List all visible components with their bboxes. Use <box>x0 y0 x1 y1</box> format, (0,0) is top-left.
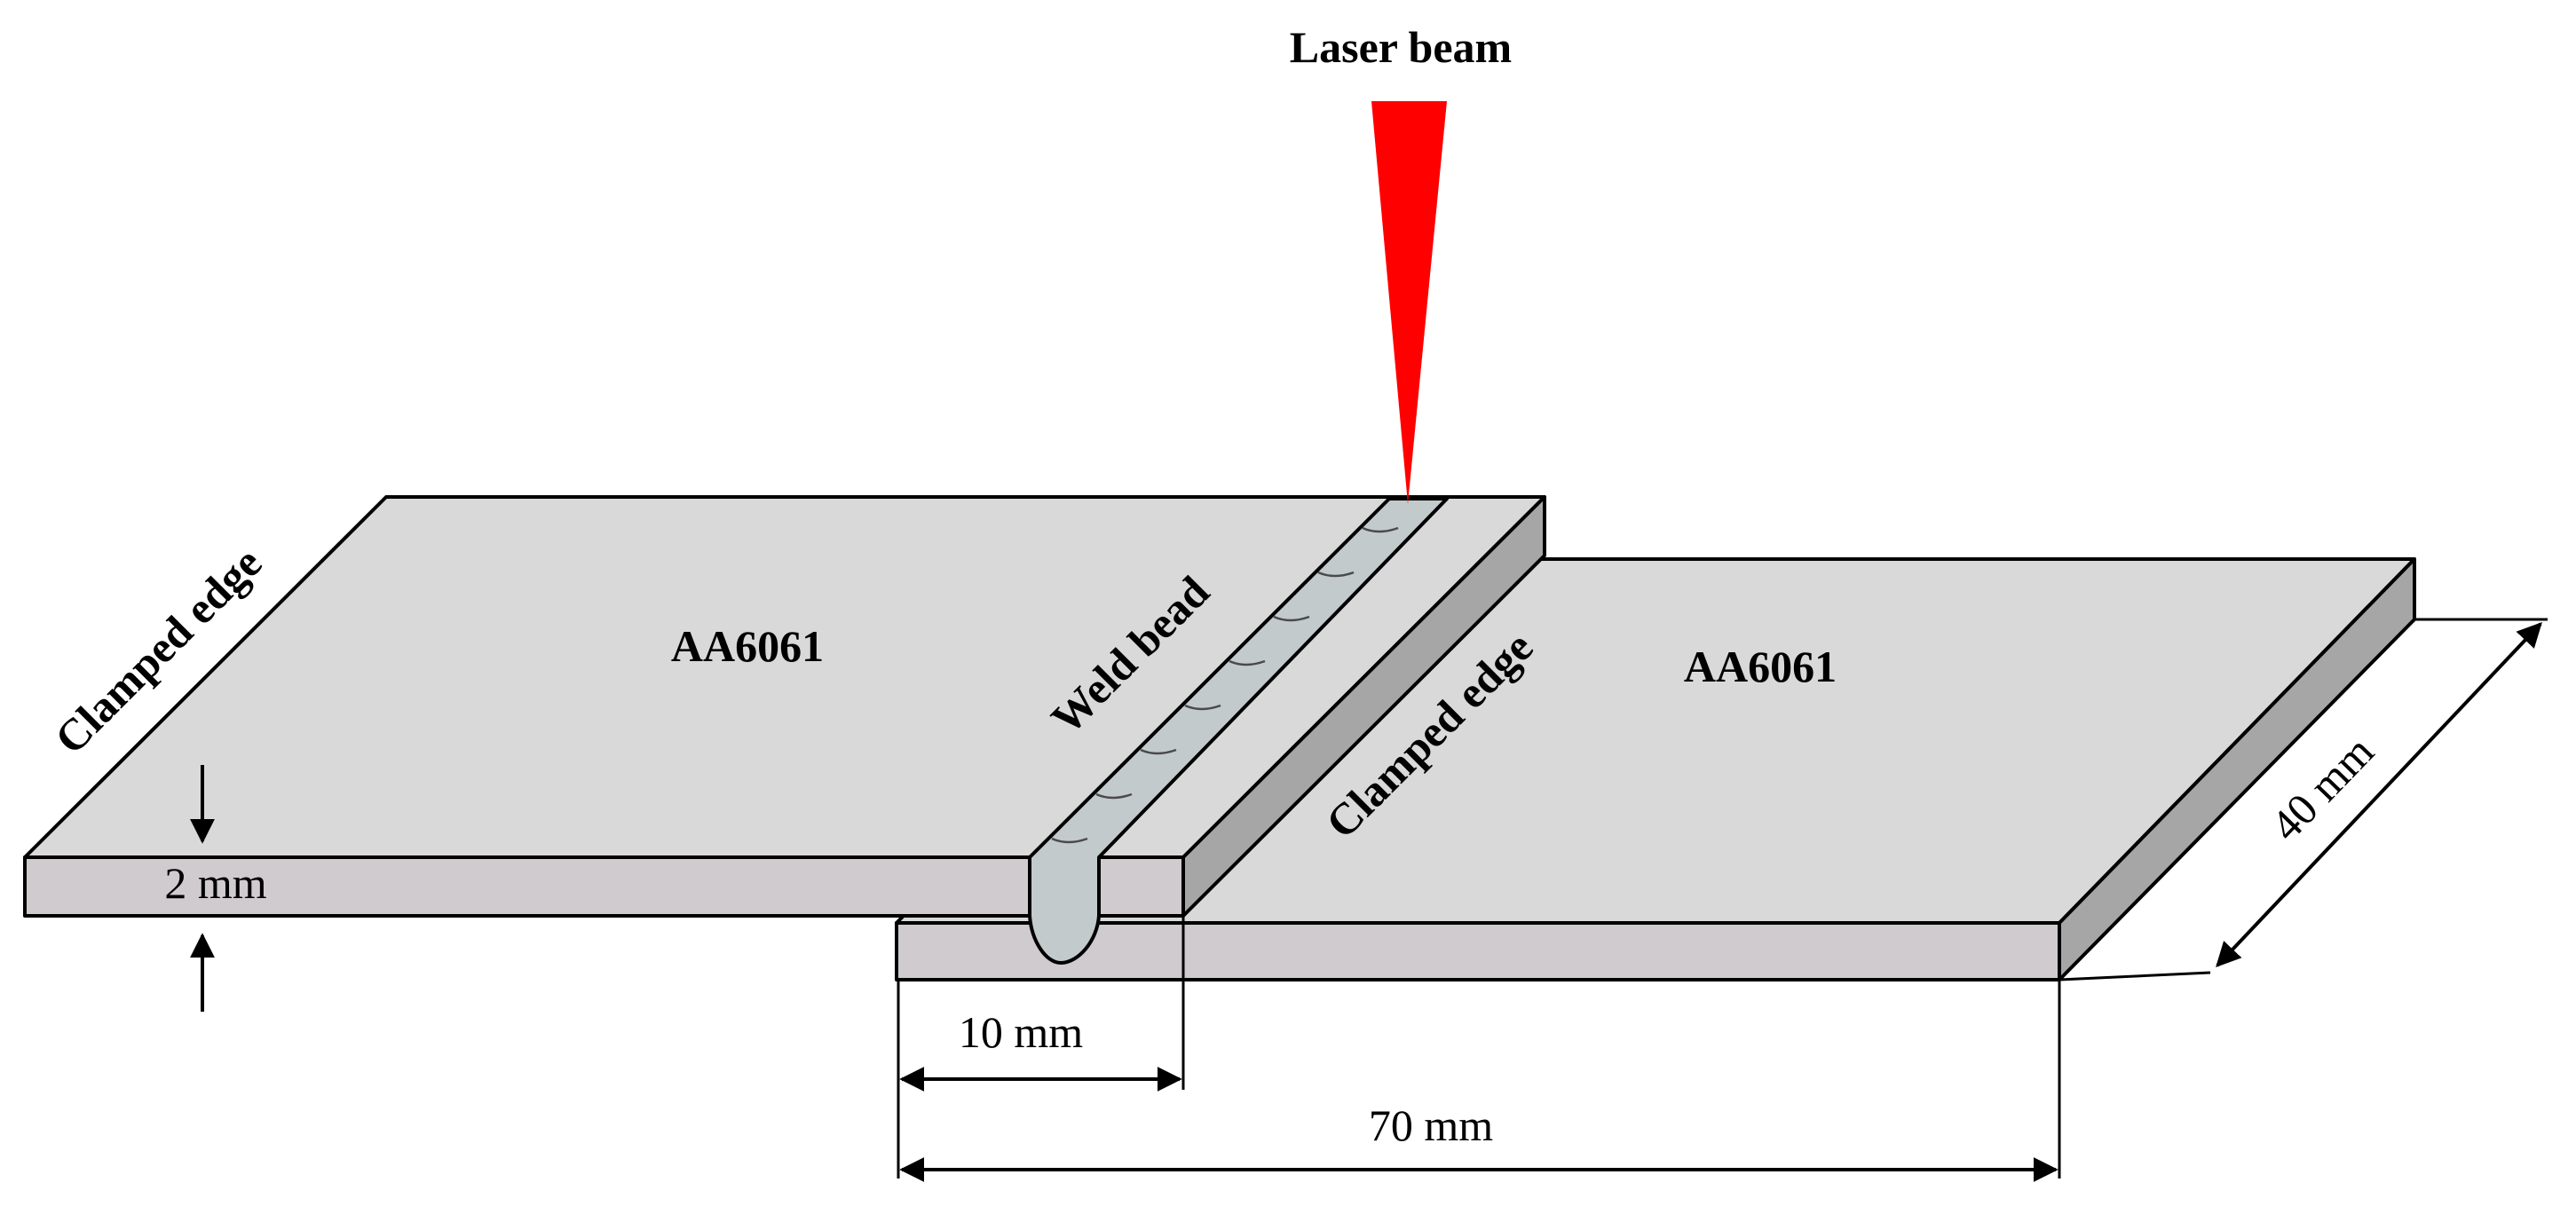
plate-left-label: AA6061 <box>671 621 824 671</box>
weld-bead-ripples <box>1051 526 1399 844</box>
overlap-dimension-label: 10 mm <box>959 1007 1083 1057</box>
thickness-dimension-label: 2 mm <box>164 858 266 908</box>
width-dimension-arrow <box>2216 621 2542 968</box>
dimension-lines <box>190 618 2548 1182</box>
weld-bead <box>1028 497 1449 965</box>
laser-beam-label: Laser beam <box>1290 22 1512 72</box>
plate-right-label: AA6061 <box>1684 642 1837 691</box>
top-plate-side-face <box>1181 495 1546 918</box>
laser-beam-icon <box>1371 101 1447 504</box>
ext-line-width-bottom <box>2058 971 2211 981</box>
weld-bead-shape <box>1028 497 1449 965</box>
length-dimension-label: 70 mm <box>1369 1100 1493 1150</box>
